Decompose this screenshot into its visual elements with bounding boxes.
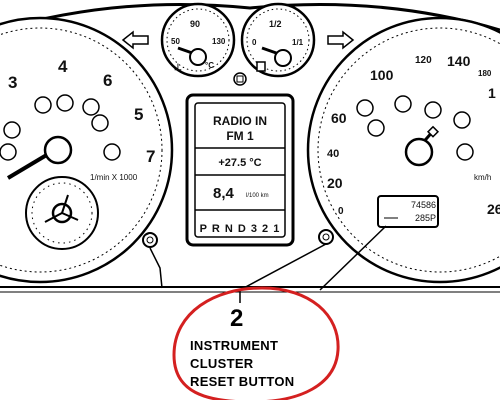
warning-light-icon: [56, 94, 74, 112]
speed-mark-20: 20: [327, 175, 343, 191]
warning-light-icon: [82, 98, 100, 116]
temp-mark-50: 50: [171, 37, 180, 46]
tach-hub: [43, 135, 73, 165]
speed-unit: km/h: [474, 173, 491, 182]
speed-mark-26: 26: [487, 201, 500, 217]
warning-light-icon: [0, 143, 17, 161]
right-turn-arrow-icon: [327, 30, 355, 50]
warning-light-icon: [394, 95, 412, 113]
warning-light-icon: [424, 101, 442, 119]
odometer-total: 74586: [411, 200, 436, 210]
speed-mark-40: 40: [327, 148, 339, 160]
odometer-trip: 285P: [415, 213, 436, 223]
display-line-2: FM 1: [226, 129, 254, 143]
tach-mark-7: 7: [146, 147, 155, 166]
warning-light-icon: [356, 99, 374, 117]
display-consumption: 8,4: [213, 185, 235, 202]
fuel-mark-half: 1/2: [269, 19, 282, 29]
speed-mark-100: 100: [370, 67, 394, 83]
speed-mark-0: 0: [338, 206, 344, 217]
fuel-pump-icon: [256, 61, 266, 72]
left-turn-arrow-icon: [121, 30, 149, 50]
speed-mark-60: 60: [331, 110, 347, 126]
indicator-light-icon: [233, 72, 247, 86]
warning-light-icon: [3, 121, 21, 139]
callout-line-1: INSTRUMENT: [190, 338, 279, 353]
display-consumption-unit: l/100 km: [246, 193, 269, 199]
reset-leader-line: [239, 243, 327, 291]
speed-mark-120: 120: [415, 55, 432, 66]
callout-line-2: CLUSTER: [190, 356, 254, 371]
temp-gauge: 90 50 130 °C ⊥: [160, 2, 236, 78]
warning-light-icon: [456, 143, 474, 161]
temp-mark-130: 130: [212, 37, 226, 46]
center-display: RADIO IN FM 1 +27.5 °C 8,4 l/100 km P R …: [185, 93, 295, 247]
temp-mark-90: 90: [190, 19, 200, 29]
speed-mark-140: 140: [447, 53, 471, 69]
odometer-box: [377, 195, 439, 228]
display-temperature: +27.5 °C: [218, 157, 261, 169]
callout-number: 2: [230, 305, 244, 332]
coolant-icon: ⊥: [174, 62, 182, 72]
warning-light-icon: [103, 143, 121, 161]
tachometer: 3 4 6 5 7 1/min X 1000: [0, 16, 174, 289]
warning-light-icon: [34, 96, 52, 114]
tach-mark-4: 4: [58, 57, 68, 76]
speedometer: 100 120 140 180 60 40 20 0 26 1 km/h 745…: [306, 16, 500, 284]
callout-line-3: RESET BUTTON: [190, 374, 295, 389]
odometer-leader-line: [319, 225, 387, 291]
fuel-mark-full: 1/1: [292, 38, 304, 47]
warning-light-icon: [367, 119, 385, 137]
warning-light-icon: [453, 111, 471, 129]
speed-mark-partial: 1: [488, 85, 496, 101]
fuel-gauge: 1/2 0 1/1: [240, 2, 316, 78]
warning-light-icon: [91, 114, 109, 132]
tach-mark-6: 6: [103, 71, 112, 90]
left-leader-line: [149, 247, 163, 289]
dash-top-outline: [0, 3, 500, 32]
tach-mark-5: 5: [134, 105, 143, 124]
display-line-1: RADIO IN: [213, 114, 267, 128]
speed-hub: [404, 137, 434, 167]
tach-unit: 1/min X 1000: [90, 173, 138, 182]
display-gear-selector: P R N D 3 2 1: [200, 223, 281, 235]
tach-mark-3: 3: [8, 73, 17, 92]
temp-unit: °C: [205, 61, 214, 70]
speed-mark-180: 180: [478, 69, 492, 78]
fuel-mark-empty: 0: [252, 38, 257, 47]
